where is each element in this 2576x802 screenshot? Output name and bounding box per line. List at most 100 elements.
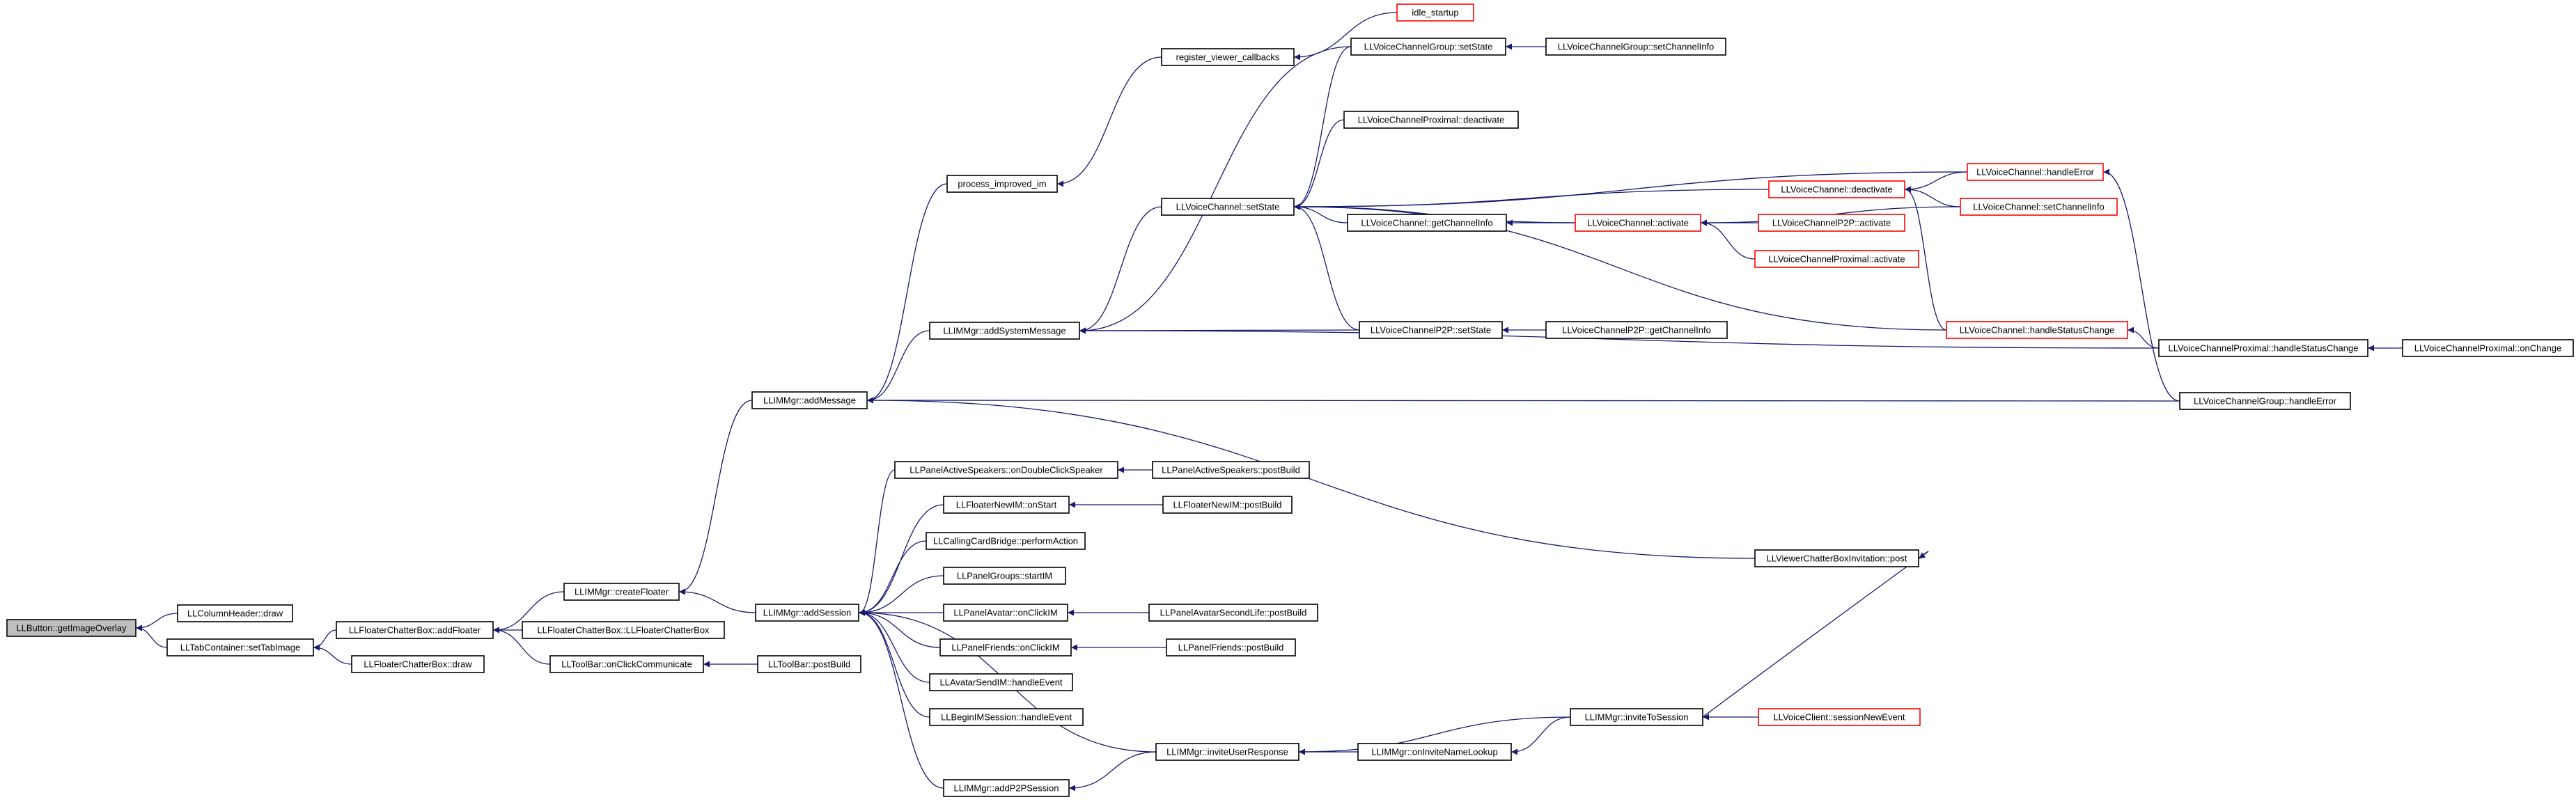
node-box bbox=[522, 621, 725, 639]
node-createfloater[interactable]: LLIMMgr::createFloater bbox=[563, 583, 680, 601]
node-avatarsend[interactable]: LLAvatarSendIM::handleEvent bbox=[929, 673, 1073, 691]
node-vcp2pgetchan[interactable]: LLVoiceChannelP2P::getChannelInfo bbox=[1545, 321, 1728, 339]
node-avatarim[interactable]: LLPanelAvatar::onClickIM bbox=[943, 604, 1068, 622]
node-sessionnew[interactable]: LLVoiceClient::sessionNewEvent bbox=[1758, 708, 1921, 726]
node-groupsim[interactable]: LLPanelGroups::startIM bbox=[943, 567, 1066, 585]
node-root[interactable]: LLButton::getImageOverlay bbox=[6, 619, 136, 637]
node-label: LLViewerChatterBoxInvitation::post bbox=[1767, 553, 1907, 564]
node-label: LLFloaterChatterBox::LLFloaterChatterBox bbox=[537, 625, 710, 636]
node-label: LLVoiceChannelProximal::handleStatusChan… bbox=[2169, 343, 2359, 354]
node-box bbox=[1545, 38, 1726, 56]
node-label: LLVoiceClient::sessionNewEvent bbox=[1773, 712, 1905, 723]
node-box bbox=[929, 673, 1073, 691]
node-vcgsetchan[interactable]: LLVoiceChannelGroup::setChannelInfo bbox=[1545, 38, 1726, 56]
node-vcgsetstate[interactable]: LLVoiceChannelGroup::setState bbox=[1350, 38, 1506, 56]
node-box bbox=[757, 655, 861, 673]
node-label: idle_startup bbox=[1412, 8, 1458, 18]
node-box bbox=[1148, 604, 1318, 622]
node-friendsim[interactable]: LLPanelFriends::onClickIM bbox=[939, 638, 1072, 656]
node-register[interactable]: register_viewer_callbacks bbox=[1161, 48, 1295, 66]
node-vcgetchan[interactable]: LLVoiceChannel::getChannelInfo bbox=[1347, 214, 1507, 232]
node-addmessage[interactable]: LLIMMgr::addMessage bbox=[751, 391, 868, 409]
node-inviteresp[interactable]: LLIMMgr::inviteUserResponse bbox=[1155, 743, 1299, 761]
node-label: LLVoiceChannel::deactivate bbox=[1781, 184, 1892, 195]
node-ctor[interactable]: LLFloaterChatterBox::LLFloaterChatterBox bbox=[522, 621, 725, 639]
node-onname[interactable]: LLIMMgr::onInviteNameLookup bbox=[1357, 743, 1512, 761]
node-label: LLPanelFriends::postBuild bbox=[1178, 643, 1284, 653]
node-newimstart[interactable]: LLFloaterNewIM::onStart bbox=[943, 496, 1070, 514]
node-box bbox=[1758, 214, 1905, 232]
node-addsession[interactable]: LLIMMgr::addSession bbox=[755, 604, 859, 622]
node-box bbox=[943, 604, 1068, 622]
node-idle[interactable]: idle_startup bbox=[1396, 3, 1474, 22]
node-vcactivate[interactable]: LLVoiceChannel::activate bbox=[1575, 214, 1701, 232]
node-addp2p[interactable]: LLIMMgr::addP2PSession bbox=[943, 779, 1070, 797]
node-box bbox=[1575, 214, 1701, 232]
node-invite[interactable]: LLIMMgr::inviteToSession bbox=[1570, 708, 1703, 726]
node-vcp2psetstate[interactable]: LLVoiceChannelP2P::setState bbox=[1359, 321, 1503, 339]
node-vcproxonchange[interactable]: LLVoiceChannelProximal::onChange bbox=[2402, 339, 2574, 357]
node-label: LLIMMgr::addSystemMessage bbox=[943, 326, 1065, 336]
node-box bbox=[1343, 111, 1519, 129]
node-box bbox=[1754, 549, 1919, 567]
node-vcsetchan[interactable]: LLVoiceChannel::setChannelInfo bbox=[1960, 198, 2118, 216]
node-label: LLPanelFriends::onClickIM bbox=[951, 643, 1059, 653]
node-label: LLVoiceChannel::setChannelInfo bbox=[1973, 202, 2104, 212]
node-box bbox=[1960, 198, 2118, 216]
node-label: LLVoiceChannel::handleError bbox=[1976, 167, 2095, 178]
node-label: LLPanelActiveSpeakers::postBuild bbox=[1162, 465, 1300, 475]
node-box bbox=[943, 496, 1070, 514]
node-box bbox=[1166, 638, 1296, 656]
node-process[interactable]: process_improved_im bbox=[946, 175, 1058, 193]
node-beginim[interactable]: LLBeginIMSession::handleEvent bbox=[929, 708, 1084, 726]
node-friendspost[interactable]: LLPanelFriends::postBuild bbox=[1166, 638, 1296, 656]
node-activespk[interactable]: LLPanelActiveSpeakers::onDoubleClickSpea… bbox=[894, 461, 1118, 479]
node-vcpdeact[interactable]: LLVoiceChannelProximal::deactivate bbox=[1343, 111, 1519, 129]
node-box bbox=[1152, 461, 1310, 479]
edge-vcproxact-to-vcactivate bbox=[1701, 219, 1756, 260]
node-callingcard[interactable]: LLCallingCardBridge::performAction bbox=[926, 532, 1086, 550]
node-label: LLVoiceChannel::setState bbox=[1176, 202, 1280, 212]
node-addfloater[interactable]: LLFloaterChatterBox::addFloater bbox=[336, 621, 494, 639]
node-label: LLIMMgr::inviteUserResponse bbox=[1166, 747, 1288, 757]
edge-groupsim-to-addsession bbox=[859, 575, 944, 616]
edge-beginim-to-addsession bbox=[859, 609, 930, 718]
edge-colheader-to-root bbox=[136, 613, 178, 631]
node-chatterdraw[interactable]: LLFloaterChatterBox::draw bbox=[351, 655, 485, 673]
node-newimpost[interactable]: LLFloaterNewIM::postBuild bbox=[1162, 496, 1293, 514]
node-box bbox=[2158, 339, 2368, 357]
node-vchandleerr[interactable]: LLVoiceChannel::handleError bbox=[1967, 163, 2104, 181]
node-label: LLVoiceChannelProximal::onChange bbox=[2414, 343, 2562, 354]
node-label: LLIMMgr::onInviteNameLookup bbox=[1371, 747, 1497, 757]
node-vcghandleerr[interactable]: LLVoiceChannelGroup::handleError bbox=[2179, 392, 2351, 410]
node-box bbox=[1161, 48, 1295, 66]
node-label: LLAvatarSendIM::handleEvent bbox=[939, 677, 1062, 688]
edge-vchandlestatus-to-vcdeact bbox=[1905, 186, 1947, 331]
edge-vchandleerr-to-vcdeact bbox=[1905, 171, 1968, 193]
node-label: LLCallingCardBridge::performAction bbox=[933, 536, 1078, 547]
node-addsystem[interactable]: LLIMMgr::addSystemMessage bbox=[929, 322, 1080, 340]
node-vcproxstatus[interactable]: LLVoiceChannelProximal::handleStatusChan… bbox=[2158, 339, 2368, 357]
node-activespkpost[interactable]: LLPanelActiveSpeakers::postBuild bbox=[1152, 461, 1310, 479]
node-box bbox=[351, 655, 485, 673]
node-vcsetstate[interactable]: LLVoiceChannel::setState bbox=[1161, 198, 1295, 216]
node-label: LLVoiceChannelProximal::deactivate bbox=[1358, 115, 1505, 125]
node-label: LLVoiceChannel::handleStatusChange bbox=[1960, 325, 2114, 336]
node-vcproxact[interactable]: LLVoiceChannelProximal::activate bbox=[1754, 250, 1919, 268]
edge-vcproxstatus-to-vchandlestatus bbox=[2128, 327, 2160, 349]
node-vchandlestatus[interactable]: LLVoiceChannel::handleStatusChange bbox=[1946, 321, 2128, 339]
node-vcp2pact[interactable]: LLVoiceChannelP2P::activate bbox=[1758, 214, 1905, 232]
edge-invite-to-viewerinvite bbox=[1702, 551, 1929, 718]
node-box bbox=[1162, 496, 1293, 514]
node-toolbarpost[interactable]: LLToolBar::postBuild bbox=[757, 655, 861, 673]
node-avatarsecond[interactable]: LLPanelAvatarSecondLife::postBuild bbox=[1148, 604, 1318, 622]
node-label: LLVoiceChannelP2P::setState bbox=[1371, 325, 1491, 336]
node-vcdeact[interactable]: LLVoiceChannel::deactivate bbox=[1768, 180, 1905, 198]
node-toolbarclick[interactable]: LLToolBar::onClickCommunicate bbox=[549, 655, 704, 673]
node-label: LLVoiceChannelGroup::setChannelInfo bbox=[1558, 42, 1715, 52]
node-settab[interactable]: LLTabContainer::setTabImage bbox=[166, 638, 314, 656]
node-colheader[interactable]: LLColumnHeader::draw bbox=[177, 604, 293, 622]
node-box bbox=[946, 175, 1058, 193]
edge-addsession-to-createfloater bbox=[679, 588, 756, 613]
node-viewerinvite[interactable]: LLViewerChatterBoxInvitation::post bbox=[1754, 549, 1919, 567]
